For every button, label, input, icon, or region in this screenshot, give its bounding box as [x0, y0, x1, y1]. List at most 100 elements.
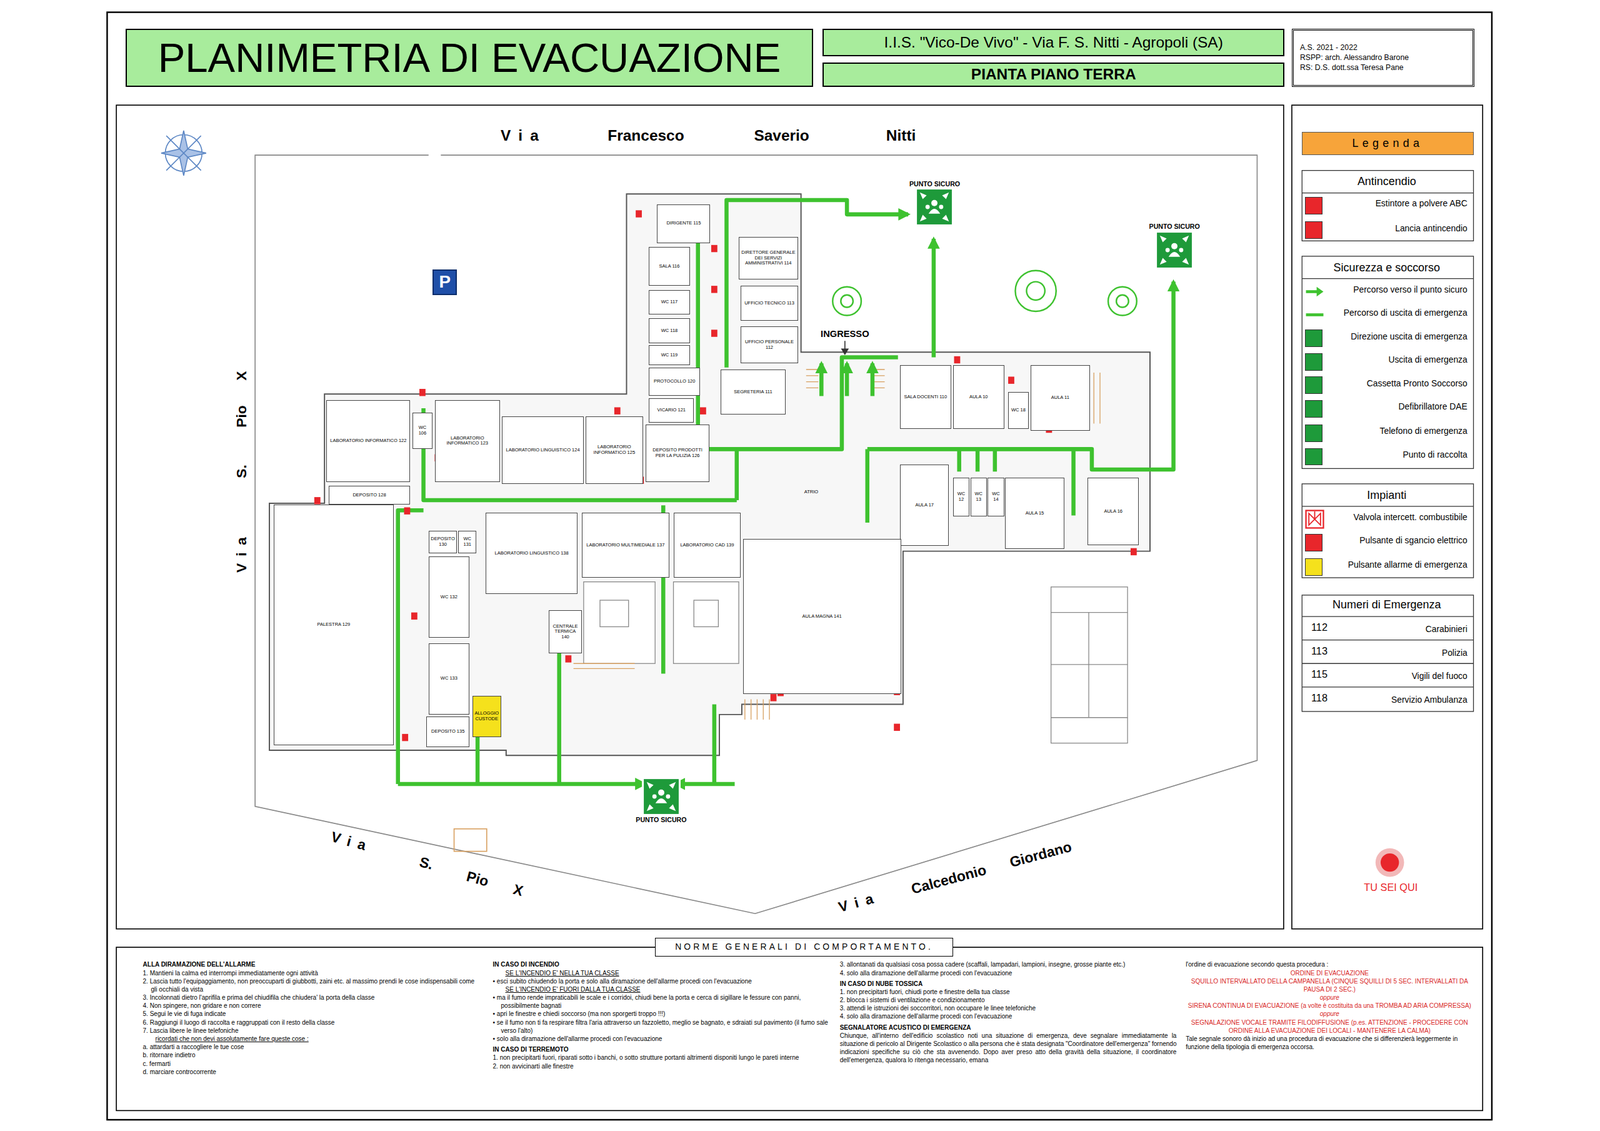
rules-heading: SEGNALATORE ACUSTICO DI EMERGENZA	[840, 1023, 1177, 1032]
service-name: Polizia	[1441, 648, 1468, 658]
room-label: DEPOSITO 128	[352, 492, 386, 499]
frames	[116, 946, 1483, 1110]
room: WC 18	[1008, 391, 1029, 429]
box-text: I.I.S. "Vico-De Vivo" - Via F. S. Nitti …	[884, 33, 1224, 52]
trees	[832, 286, 862, 316]
room: SALA 116	[648, 246, 690, 286]
room-label: LABORATORIO MULTIMEDIALE 137	[586, 542, 665, 549]
box-text: RSPP: arch. Alessandro Barone	[1300, 53, 1409, 62]
legend-text: Cassetta Pronto Soccorso	[1366, 378, 1468, 389]
legend-panels	[1301, 278, 1474, 279]
escape-routes	[1071, 448, 1076, 515]
room-label: DEPOSITO 130	[430, 536, 456, 547]
extinguishers	[314, 210, 1137, 741]
room-label: WC 117	[661, 299, 679, 305]
legend-symbol	[1305, 509, 1325, 529]
title-banner: PLANIMETRIA DI EVACUAZIONE	[125, 28, 814, 87]
street-name: Via	[233, 530, 250, 573]
legend-swatch	[1305, 353, 1323, 371]
extinguishers	[711, 285, 718, 293]
room-label: CENTRALE TERMICA 140	[550, 623, 580, 640]
assembly-point-icon	[1155, 230, 1194, 270]
escape-routes	[956, 448, 962, 472]
escape-routes	[675, 781, 735, 787]
legend-text: Defibrillatore DAE	[1398, 401, 1468, 412]
room: WC 13	[970, 477, 987, 517]
trees	[1015, 270, 1056, 312]
room-label: LABORATORIO LINGUISTICO 124	[506, 447, 580, 454]
rules-item: 1. non precipitarti fuori, riparati sott…	[493, 1053, 830, 1062]
assembly-point-icon	[646, 781, 677, 812]
room-label: WC 118	[661, 328, 679, 334]
tennis-court	[1088, 612, 1089, 718]
legend-section-title: Numeri di Emergenza	[1332, 598, 1441, 612]
trees	[1108, 286, 1137, 316]
assembly-point-icon	[1179, 247, 1184, 252]
rules-item: SEGNALAZIONE VOCALE TRAMITE FILODIFFUSIO…	[1185, 1018, 1474, 1035]
room: UFFICIO PERSONALE 112	[740, 326, 798, 364]
room: LABORATORIO CAD 139	[673, 512, 742, 578]
room: DIRIGENTE 115	[656, 204, 710, 244]
room-label: WC 14	[989, 491, 1002, 502]
assembly-point-icon	[652, 793, 657, 799]
rules-item: • solo alla diramazione dell'allarme pro…	[493, 1034, 830, 1043]
section-heading: NORME GENERALI DI COMPORTAMENTO.	[655, 937, 954, 956]
room: WC 118	[648, 318, 690, 343]
service-name: Carabinieri	[1425, 625, 1468, 635]
assembly-label: PUNTO SICURO	[1149, 222, 1200, 230]
room: DEPOSITO 130	[428, 530, 458, 554]
room: DEPOSITO PRODOTTI PER LA PULIZIA 126	[645, 424, 709, 482]
escape-routes	[819, 363, 824, 396]
rules-item: c. fermarti	[143, 1059, 475, 1068]
rules-item: • esci subito chiudendo la porta e solo …	[493, 976, 830, 985]
trees	[1116, 295, 1129, 308]
legend-text: Lancia antincendio	[1395, 223, 1468, 234]
rules-item: 4. solo alla diramazione dell'allarme pr…	[840, 968, 1177, 977]
legend-panels	[1301, 192, 1474, 194]
room-label: SEGRETERIA 111	[733, 389, 772, 395]
frames	[106, 12, 1492, 1120]
rules-item: 3. Incolonnati dietro l'aprifila e prima…	[143, 993, 475, 1002]
room-label: WC 119	[661, 352, 679, 359]
escape-routes	[931, 238, 937, 357]
box-text: P	[439, 271, 452, 292]
street-name: Saverio	[753, 127, 809, 145]
escape-routes	[398, 200, 1174, 784]
legend-section-title: Impianti	[1366, 490, 1407, 503]
escape-routes	[993, 448, 998, 472]
rules-item: 5. Segui le vie di fuga indicate	[143, 1009, 475, 1018]
extinguishers	[614, 406, 621, 414]
room: CENTRALE TERMICA 140	[548, 610, 582, 654]
rules-heading: IN CASO DI INCENDIO	[493, 960, 830, 969]
street-name: S.	[418, 853, 435, 873]
escape-routes	[726, 200, 909, 368]
room-label: LABORATORIO CAD 139	[680, 542, 734, 549]
room-label: UFFICIO TECNICO 113	[744, 300, 795, 307]
room: LABORATORIO LINGUISTICO 138	[485, 512, 578, 595]
escape-routes	[870, 363, 875, 396]
escape-routes	[398, 510, 424, 784]
phone-number: 115	[1311, 668, 1328, 680]
legend-symbol	[1306, 313, 1324, 317]
room-label: AULA 17	[915, 502, 934, 509]
building-outline	[269, 193, 1150, 755]
legend-swatch	[1305, 400, 1323, 418]
rules-item: • se il fumo non ti fa respirare filtra …	[493, 1018, 830, 1035]
tennis-court	[1051, 716, 1128, 718]
street-name: Francesco	[607, 127, 684, 145]
room: AULA 17	[900, 464, 949, 547]
room: WC 12	[953, 477, 970, 517]
assembly-point-icon	[1165, 247, 1170, 252]
tennis-court	[1051, 663, 1128, 665]
room: PALESTRA 129	[273, 504, 395, 745]
room: AULA 15	[1005, 477, 1065, 549]
legend-section-title: Sicurezza e soccorso	[1333, 262, 1440, 275]
rules-item: 1. non precipitarti fuori, chiudi porte …	[840, 987, 1177, 996]
room-label: WC 13	[972, 491, 985, 502]
street-name: Calcedonio	[910, 861, 989, 897]
legend-symbol	[1306, 510, 1324, 528]
rules-item: l'ordine di evacuazione secondo questa p…	[1185, 960, 1474, 969]
box-text: A.S. 2021 - 2022	[1300, 43, 1358, 52]
extinguishers	[1008, 376, 1015, 384]
